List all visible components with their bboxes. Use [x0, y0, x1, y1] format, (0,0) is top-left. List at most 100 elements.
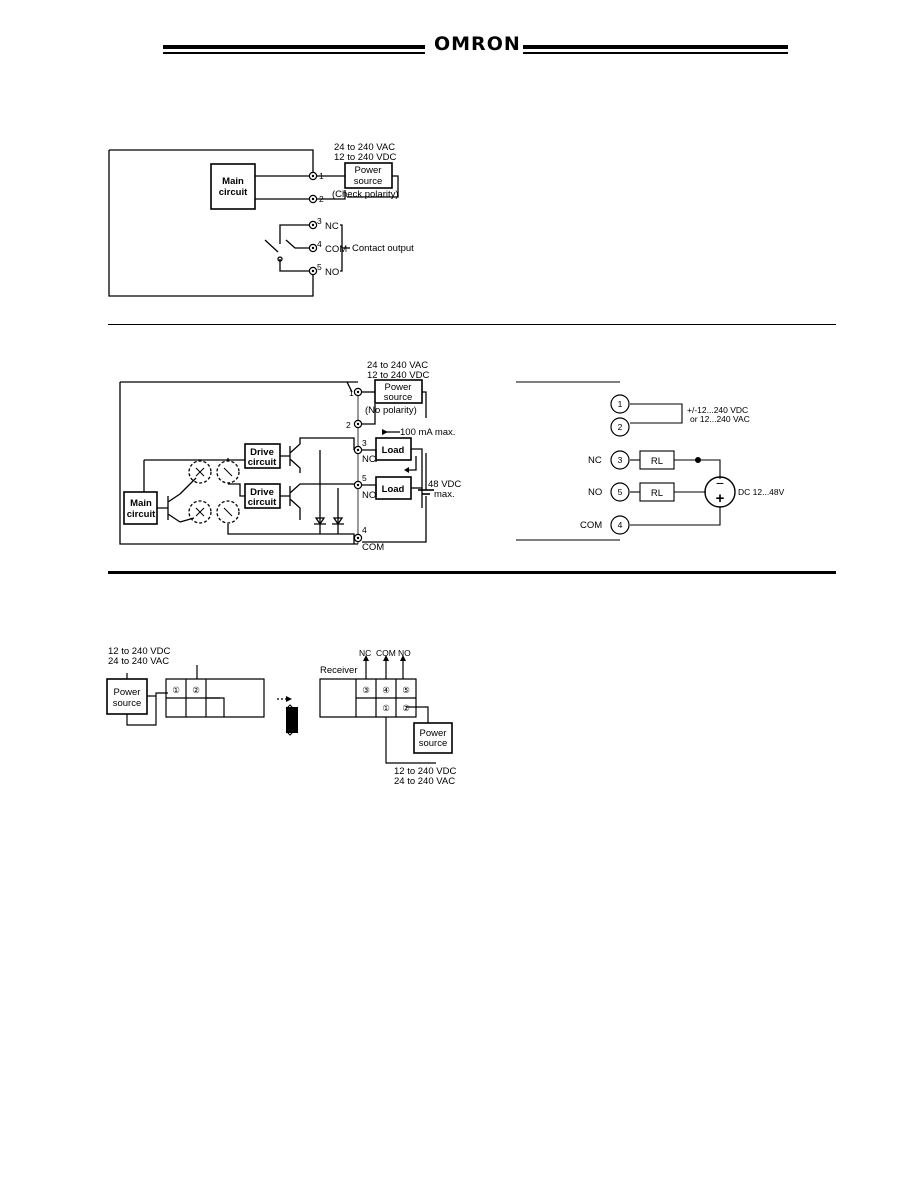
drive-circuit-2-label-2: circuit	[248, 497, 277, 508]
main-output-transistor	[157, 493, 181, 523]
contact-output-label: Contact output	[352, 243, 414, 254]
terminal-2-label: 2	[618, 422, 623, 432]
supply-bracket	[630, 403, 683, 424]
supply-ac-label: 24 to 240 VAC	[367, 360, 428, 371]
header-rule-right-thin	[523, 52, 788, 54]
wire-t5-no	[279, 259, 309, 272]
section-separator-thick	[108, 571, 836, 574]
wire-t2-power	[317, 190, 346, 200]
wire-t3-nc	[279, 224, 309, 244]
no-label: NO	[588, 487, 602, 498]
emitter-terminal-2-label: ②	[192, 685, 200, 695]
nc-label: NC	[588, 455, 602, 466]
header-rule-left	[163, 45, 425, 49]
com-label: COM	[376, 648, 396, 658]
terminal-3-label: 3	[362, 438, 367, 448]
supply-dc-label: 12 to 240 VDC	[367, 370, 429, 381]
supply-ac-label: 24 to 240 VAC	[108, 656, 169, 667]
photocoupler-2-emitter	[188, 500, 212, 524]
terminal-1-label: 1	[349, 388, 354, 398]
housing-outline-bottom	[108, 150, 314, 297]
zener-diode-2	[332, 517, 344, 526]
beam-arrow-head	[286, 696, 292, 702]
supply-range-label-2: or 12...240 VAC	[690, 414, 750, 424]
coupler-wiring	[143, 458, 245, 523]
terminal-4-label: 4	[317, 239, 322, 249]
current-arrow-loop	[409, 456, 417, 471]
terminal-circles-d3	[610, 394, 630, 535]
emitter-terminal-1-label: ①	[172, 685, 180, 695]
supply-dc-label: 12 to 240 VDC	[334, 152, 396, 163]
receiver-supply-dc-label: 12 to 240 VDC	[394, 766, 456, 777]
receiver-terminal-4-label: ④	[382, 685, 390, 695]
common-ground-rail	[290, 533, 355, 544]
nc-arrow-head	[363, 655, 369, 661]
nc-label: NC	[362, 454, 376, 465]
housing-outline-top	[109, 149, 314, 176]
junction-dot	[695, 457, 701, 463]
emitter-power-wiring	[126, 673, 168, 726]
transistor-1	[280, 437, 355, 473]
omron-logo: OMRON	[434, 33, 521, 55]
main-circuit-box	[210, 163, 256, 210]
drive-circuit-1-label-1: Drive	[250, 447, 274, 458]
no-arrow-head	[400, 655, 406, 661]
terminal-5-label: 5	[317, 262, 322, 272]
drive-circuit-2-label-1: Drive	[250, 487, 274, 498]
rl-1-label: RL	[651, 456, 663, 467]
receiver-power-lead-1	[385, 717, 436, 764]
terminal-3-label: 3	[317, 216, 322, 226]
output-connection-example-diagram: 1 2 3 5 4 NC NO COM RL RL +/-12...240 VD…	[516, 381, 785, 541]
zener-diode-1	[314, 517, 326, 526]
photocoupler-1-receiver	[216, 460, 240, 484]
voltage-max-label-1: 48 VDC	[428, 479, 461, 490]
com-label: COM	[325, 244, 347, 255]
housing-notch	[346, 381, 353, 393]
receiver-power-lead-2	[406, 706, 429, 723]
wire-com-source	[630, 507, 721, 526]
no-polarity-label: (No polarity)	[365, 405, 417, 416]
terminal-screws-d2	[353, 387, 363, 543]
emitter-internal-wiring	[206, 697, 225, 717]
receiver-power-label-1: Power	[420, 728, 447, 739]
wire-t2-power	[362, 404, 376, 425]
receiver-terminal-1-label: ①	[382, 703, 390, 713]
terminal-2-label: 2	[319, 194, 324, 204]
voltage-max-label-2: max.	[434, 489, 455, 500]
photocoupler-2-receiver	[216, 500, 240, 524]
power-source-label-1: Power	[114, 687, 141, 698]
terminal-5-label: 5	[618, 487, 623, 497]
power-source-label-2: source	[384, 392, 413, 403]
receiver-terminal-3-label: ③	[362, 685, 370, 695]
power-source-label-1: Power	[355, 165, 382, 176]
power-return-bracket	[422, 391, 427, 418]
current-max-label: 100 mA max.	[400, 427, 455, 438]
nc-label: NC	[325, 221, 339, 232]
power-source-label-2: source	[354, 176, 383, 187]
receiver-housing	[319, 678, 417, 718]
com-label: COM	[580, 520, 602, 531]
com-label: COM	[362, 542, 384, 553]
dc-voltage-label: DC 12...48V	[738, 487, 785, 497]
main-circuit-label-2: circuit	[127, 509, 156, 520]
wire-t4-com	[285, 239, 309, 249]
no-contact-point	[277, 256, 283, 262]
receiver-output-leads	[365, 659, 404, 679]
supply-ac-label: 24 to 240 VAC	[334, 142, 395, 153]
receiver-supply-ac-label: 24 to 240 VAC	[394, 776, 455, 787]
main-circuit-label-2: circuit	[219, 187, 248, 198]
section-separator-thin	[108, 324, 836, 325]
battery-lead-to-com	[362, 496, 427, 543]
coupler-return-wiring	[227, 483, 290, 535]
load-2-label: Load	[382, 484, 405, 495]
sensing-object	[286, 707, 298, 733]
no-label: NO	[362, 490, 376, 501]
terminal-4-label: 4	[362, 525, 367, 535]
current-arrow-head	[382, 429, 388, 435]
load-arrow-head	[404, 467, 409, 473]
supply-dc-label: 12 to 240 VDC	[108, 646, 170, 657]
power-return-bracket	[347, 175, 399, 198]
housing-bottom-outline	[119, 382, 358, 545]
receiver-power-label-2: source	[419, 738, 448, 749]
solid-state-output-wiring-diagram: 24 to 240 VAC 12 to 240 VDC Power source…	[119, 360, 461, 553]
